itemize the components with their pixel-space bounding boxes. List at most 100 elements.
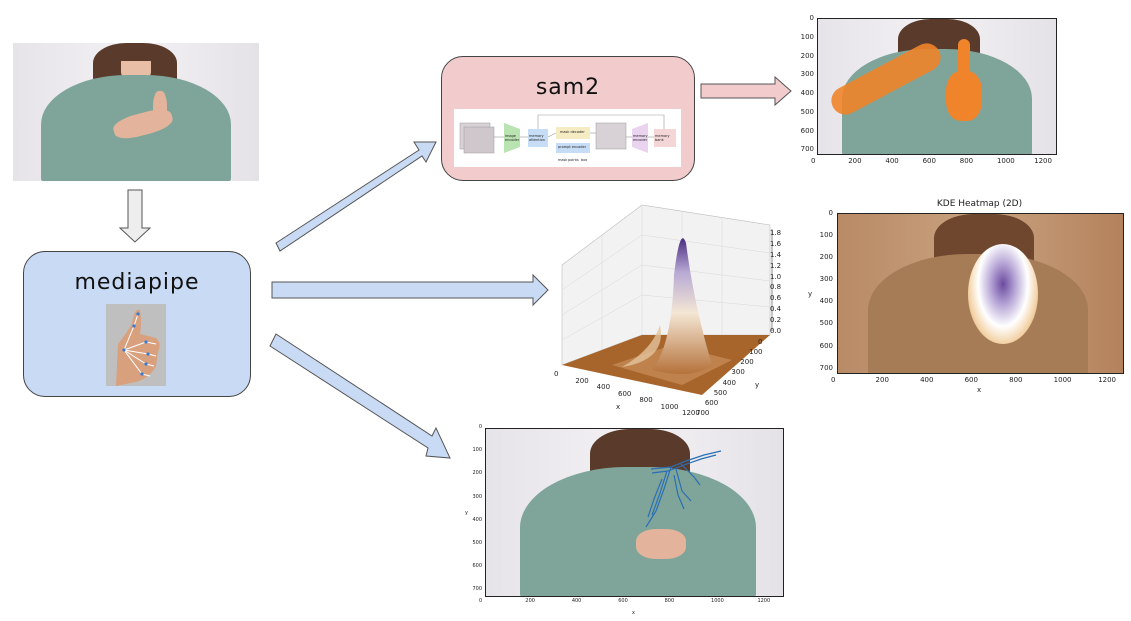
kde2d-ytick-4: 400 xyxy=(819,297,833,306)
trajectory-image xyxy=(485,428,784,597)
mediapipe-box: mediapipe xyxy=(23,251,251,397)
arrow-mediapipe-to-sam2 xyxy=(275,141,437,252)
arrow-sam2-to-segmentation xyxy=(700,75,792,107)
kde3d-xtick-6: 1200 xyxy=(682,409,700,417)
sam2-title: sam2 xyxy=(535,75,601,100)
traj-ytick-3: 300 xyxy=(472,493,482,500)
kde-peak xyxy=(652,238,712,374)
kde2d-title: KDE Heatmap (2D) xyxy=(936,199,1023,209)
kde3d-ztick-2: 1.4 xyxy=(770,250,782,259)
traj-xtick-5: 1000 xyxy=(711,598,724,604)
seg-xtick-4: 800 xyxy=(959,157,974,165)
kde3d-ytick-5: 500 xyxy=(713,388,728,397)
kde3d-xtick-1: 200 xyxy=(575,376,589,385)
kde3d-ytick-6: 600 xyxy=(704,398,719,407)
diagram-label-image-encoder: image encoder xyxy=(505,134,520,142)
kde3d-xlabel: x xyxy=(616,403,621,411)
kde3d-ztick-5: 0.8 xyxy=(770,283,782,292)
diagram-label-mask: mask xyxy=(558,158,568,162)
traj-ytick-7: 700 xyxy=(472,586,482,593)
kde3d-xtick-4: 800 xyxy=(639,396,653,404)
kde-3d-surface xyxy=(561,204,773,395)
kde2d-ytick-2: 200 xyxy=(819,253,833,262)
kde2d-ylabel: y xyxy=(808,290,813,298)
kde2d-ytick-7: 700 xyxy=(819,363,833,372)
seg-ytick-6: 600 xyxy=(800,126,814,135)
traj-xtick-1: 200 xyxy=(525,598,535,604)
traj-ytick-4: 400 xyxy=(472,516,482,523)
mediapipe-title: mediapipe xyxy=(74,270,200,295)
diagram-label-memory-bank: memory bank xyxy=(655,134,670,142)
kde3d-ztick-6: 0.6 xyxy=(770,294,782,303)
seg-ytick-7: 700 xyxy=(800,145,814,154)
kde3d-ztick-0: 1.8 xyxy=(770,229,782,237)
hand-landmarks-graphic xyxy=(116,309,160,386)
seg-ytick-0: 0 xyxy=(809,14,814,22)
traj-xtick-3: 600 xyxy=(618,598,628,604)
seg-xtick-0: 0 xyxy=(811,157,816,165)
kde2d-xtick-3: 600 xyxy=(964,376,978,384)
kde3d-ylabel: y xyxy=(755,381,760,389)
sam2-box: sam2 image encoder memory attention mask… xyxy=(441,56,695,181)
traj-xtick-6: 1200 xyxy=(757,598,771,604)
kde3d-ytick-2: 200 xyxy=(740,358,754,367)
kde2d-ytick-0: 0 xyxy=(828,209,833,217)
kde2d-xtick-6: 1200 xyxy=(1098,376,1117,384)
arrow-mediapipe-to-trajectory xyxy=(269,333,451,459)
diagram-label-memory-attention: memory attention xyxy=(529,134,545,142)
kde2d-ytick-6: 600 xyxy=(819,341,833,350)
seg-ytick-4: 400 xyxy=(800,89,814,97)
kde2d-ytick-3: 300 xyxy=(819,275,833,284)
kde3d-xtick-0: 0 xyxy=(554,370,559,378)
hand-landmark-image xyxy=(106,304,166,386)
diagram-label-memory-encoder: memory encoder xyxy=(633,134,648,142)
kde3d-ztick-1: 1.6 xyxy=(770,239,782,248)
hand-trajectory-lines xyxy=(645,450,722,528)
segmentation-image xyxy=(817,18,1057,155)
kde3d-ytick-0: 0 xyxy=(758,338,763,346)
seg-ytick-3: 300 xyxy=(800,70,814,79)
kde2d-ytick-1: 100 xyxy=(819,231,833,240)
seg-xtick-3: 600 xyxy=(922,157,936,165)
arrow-photo-to-mediapipe xyxy=(118,189,152,243)
trajectory-xlabel: x xyxy=(632,610,635,616)
kde2d-xtick-0: 0 xyxy=(831,376,836,384)
kde3d-ytick-1: 100 xyxy=(749,348,763,357)
kde2d-xlabel: x xyxy=(977,386,982,394)
arrow-mediapipe-to-kde xyxy=(271,273,549,307)
kde2d-xtick-2: 400 xyxy=(920,376,934,384)
kde3d-ytick-7: 700 xyxy=(696,409,710,417)
kde2d-ytick-5: 500 xyxy=(819,319,833,328)
traj-ytick-6: 600 xyxy=(472,563,482,570)
sam2-architecture-diagram: image encoder memory attention mask deco… xyxy=(454,109,681,167)
kde2d-xtick-1: 200 xyxy=(875,376,889,384)
kde2d-xtick-4: 800 xyxy=(1009,376,1023,384)
kde2d-xtick-5: 1000 xyxy=(1053,376,1072,384)
kde3d-xtick-2: 400 xyxy=(596,383,611,391)
traj-xtick-2: 400 xyxy=(571,598,582,604)
seg-ytick-2: 200 xyxy=(800,51,814,60)
kde2d-hotspot xyxy=(968,244,1038,344)
kde3d-ztick-8: 0.2 xyxy=(770,316,782,325)
seg-ytick-5: 500 xyxy=(800,107,814,116)
seg-xtick-2: 400 xyxy=(885,157,899,165)
kde3d-ztick-3: 1.2 xyxy=(770,261,782,270)
traj-xtick-0: 0 xyxy=(479,598,483,604)
diagram-label-box: box xyxy=(581,158,588,162)
kde2d-heatmap-image xyxy=(837,213,1124,374)
kde3d-ztick-4: 1.0 xyxy=(770,272,782,281)
traj-xtick-4: 800 xyxy=(664,598,675,604)
kde-3d-plot: 1.8 1.6 1.4 1.2 1.0 0.8 0.6 0.4 0.2 0.0 0 200 400 60… xyxy=(552,195,802,420)
traj-ytick-5: 500 xyxy=(472,539,482,546)
input-photo xyxy=(13,43,259,181)
kde3d-xtick-5: 1000 xyxy=(660,402,679,411)
kde3d-ztick-9: 0.0 xyxy=(770,327,782,335)
traj-ytick-2: 200 xyxy=(472,470,482,477)
kde3d-ztick-7: 0.4 xyxy=(770,305,782,314)
diagram-label-points: points xyxy=(568,158,579,162)
kde3d-ytick-4: 400 xyxy=(722,378,736,387)
